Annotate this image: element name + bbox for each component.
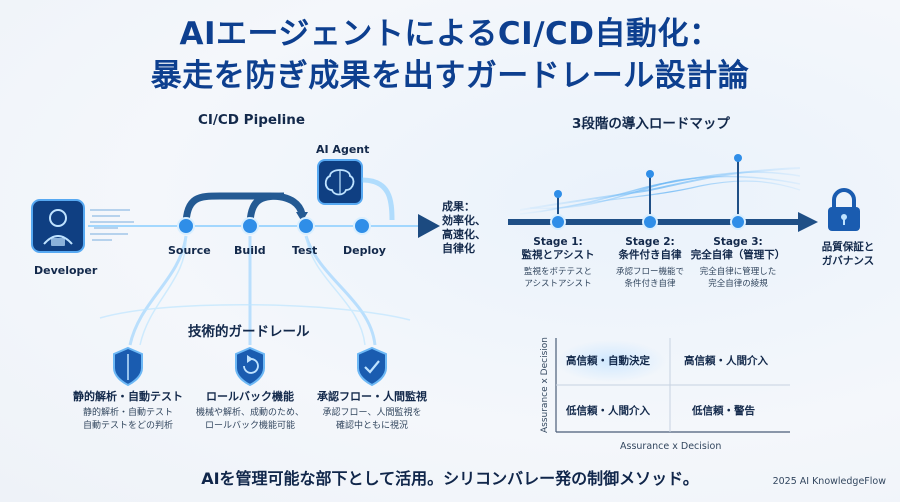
quadrant-bottom-right: 低信頼・警告 [692, 405, 755, 417]
roadmap-heading: 3段階の導入ロードマップ [572, 116, 730, 132]
guardrail-approval: 承認フロー・人間監視 承認フロー、人間監視を確認中ともに視況 [317, 390, 427, 431]
roadmap-stage-3: Stage 3: 完全自律（管理下） 完全自律に管理した完全自律の綾規 [690, 236, 786, 289]
matrix-x-axis-label: Assurance x Decision [620, 441, 722, 452]
developer-tile [31, 199, 85, 253]
guardrail-glow-streams [128, 235, 377, 346]
matrix-y-axis-label: Assurance x Decision [540, 337, 550, 433]
pipeline-result: 成果： 効率化、 高速化、 自律化 [442, 200, 486, 255]
lock-icon [828, 188, 860, 231]
title-line-2: 暴走を防ぎ成果を出すガードレール設計論 [150, 58, 750, 94]
roadmap-waves [519, 167, 801, 215]
roadmap-stage-1: Stage 1: 監視とアシスト 監視をボテテスとアシストアシスト [521, 236, 595, 289]
roadmap-stage-2: Stage 2: 条件付き自律 承認フロー機能で条件付き自律 [615, 236, 684, 289]
check-shield-icon [357, 346, 387, 387]
footer-credit: 2025 AI KnowledgeFlow [772, 476, 886, 487]
stage-build: Build [234, 244, 266, 257]
ai-agent-tile [317, 159, 363, 205]
footer-tagline: AIを管理可能な部下として活用。シリコンバレー発の制御メソッド。 [201, 469, 699, 488]
pipeline-arrow-head [418, 214, 440, 238]
brain-icon [324, 169, 355, 196]
stage-deploy: Deploy [343, 244, 386, 257]
roadmap-goal: 品質保証と ガバナンス [821, 241, 875, 267]
laptop-icon [51, 238, 65, 246]
guardrail-rollback: ロールバック機能 機械や解析、成動のため、ロールバック機能可能 [195, 390, 304, 431]
quadrant-top-left: 高信頼・自動決定 [566, 355, 650, 367]
quadrant-bottom-left: 低信頼・人間介入 [566, 405, 650, 417]
pipeline-nodes [177, 217, 371, 235]
developer-label: Developer [34, 264, 98, 277]
person-icon [49, 209, 67, 227]
ai-agent-label: AI Agent [316, 143, 370, 156]
shield-icon [113, 346, 143, 387]
rollback-shield-icon [235, 346, 265, 387]
stage-test: Test [292, 244, 318, 257]
guardrail-static-analysis: 静的解析・自動テスト 静的解析・自動テスト自動テストをどの判析 [73, 390, 183, 431]
pipeline-heading: CI/CD Pipeline [198, 112, 306, 128]
title-line-1: AIエージェントによるCI/CD自動化： [179, 16, 721, 52]
guardrails-heading: 技術的ガードレール [188, 324, 310, 340]
roadmap-stage-markers [550, 154, 746, 230]
assurance-matrix: Assurance x Decision [540, 337, 790, 433]
quadrant-top-right: 高信頼・人間介入 [684, 355, 768, 367]
stage-source: Source [168, 244, 211, 257]
